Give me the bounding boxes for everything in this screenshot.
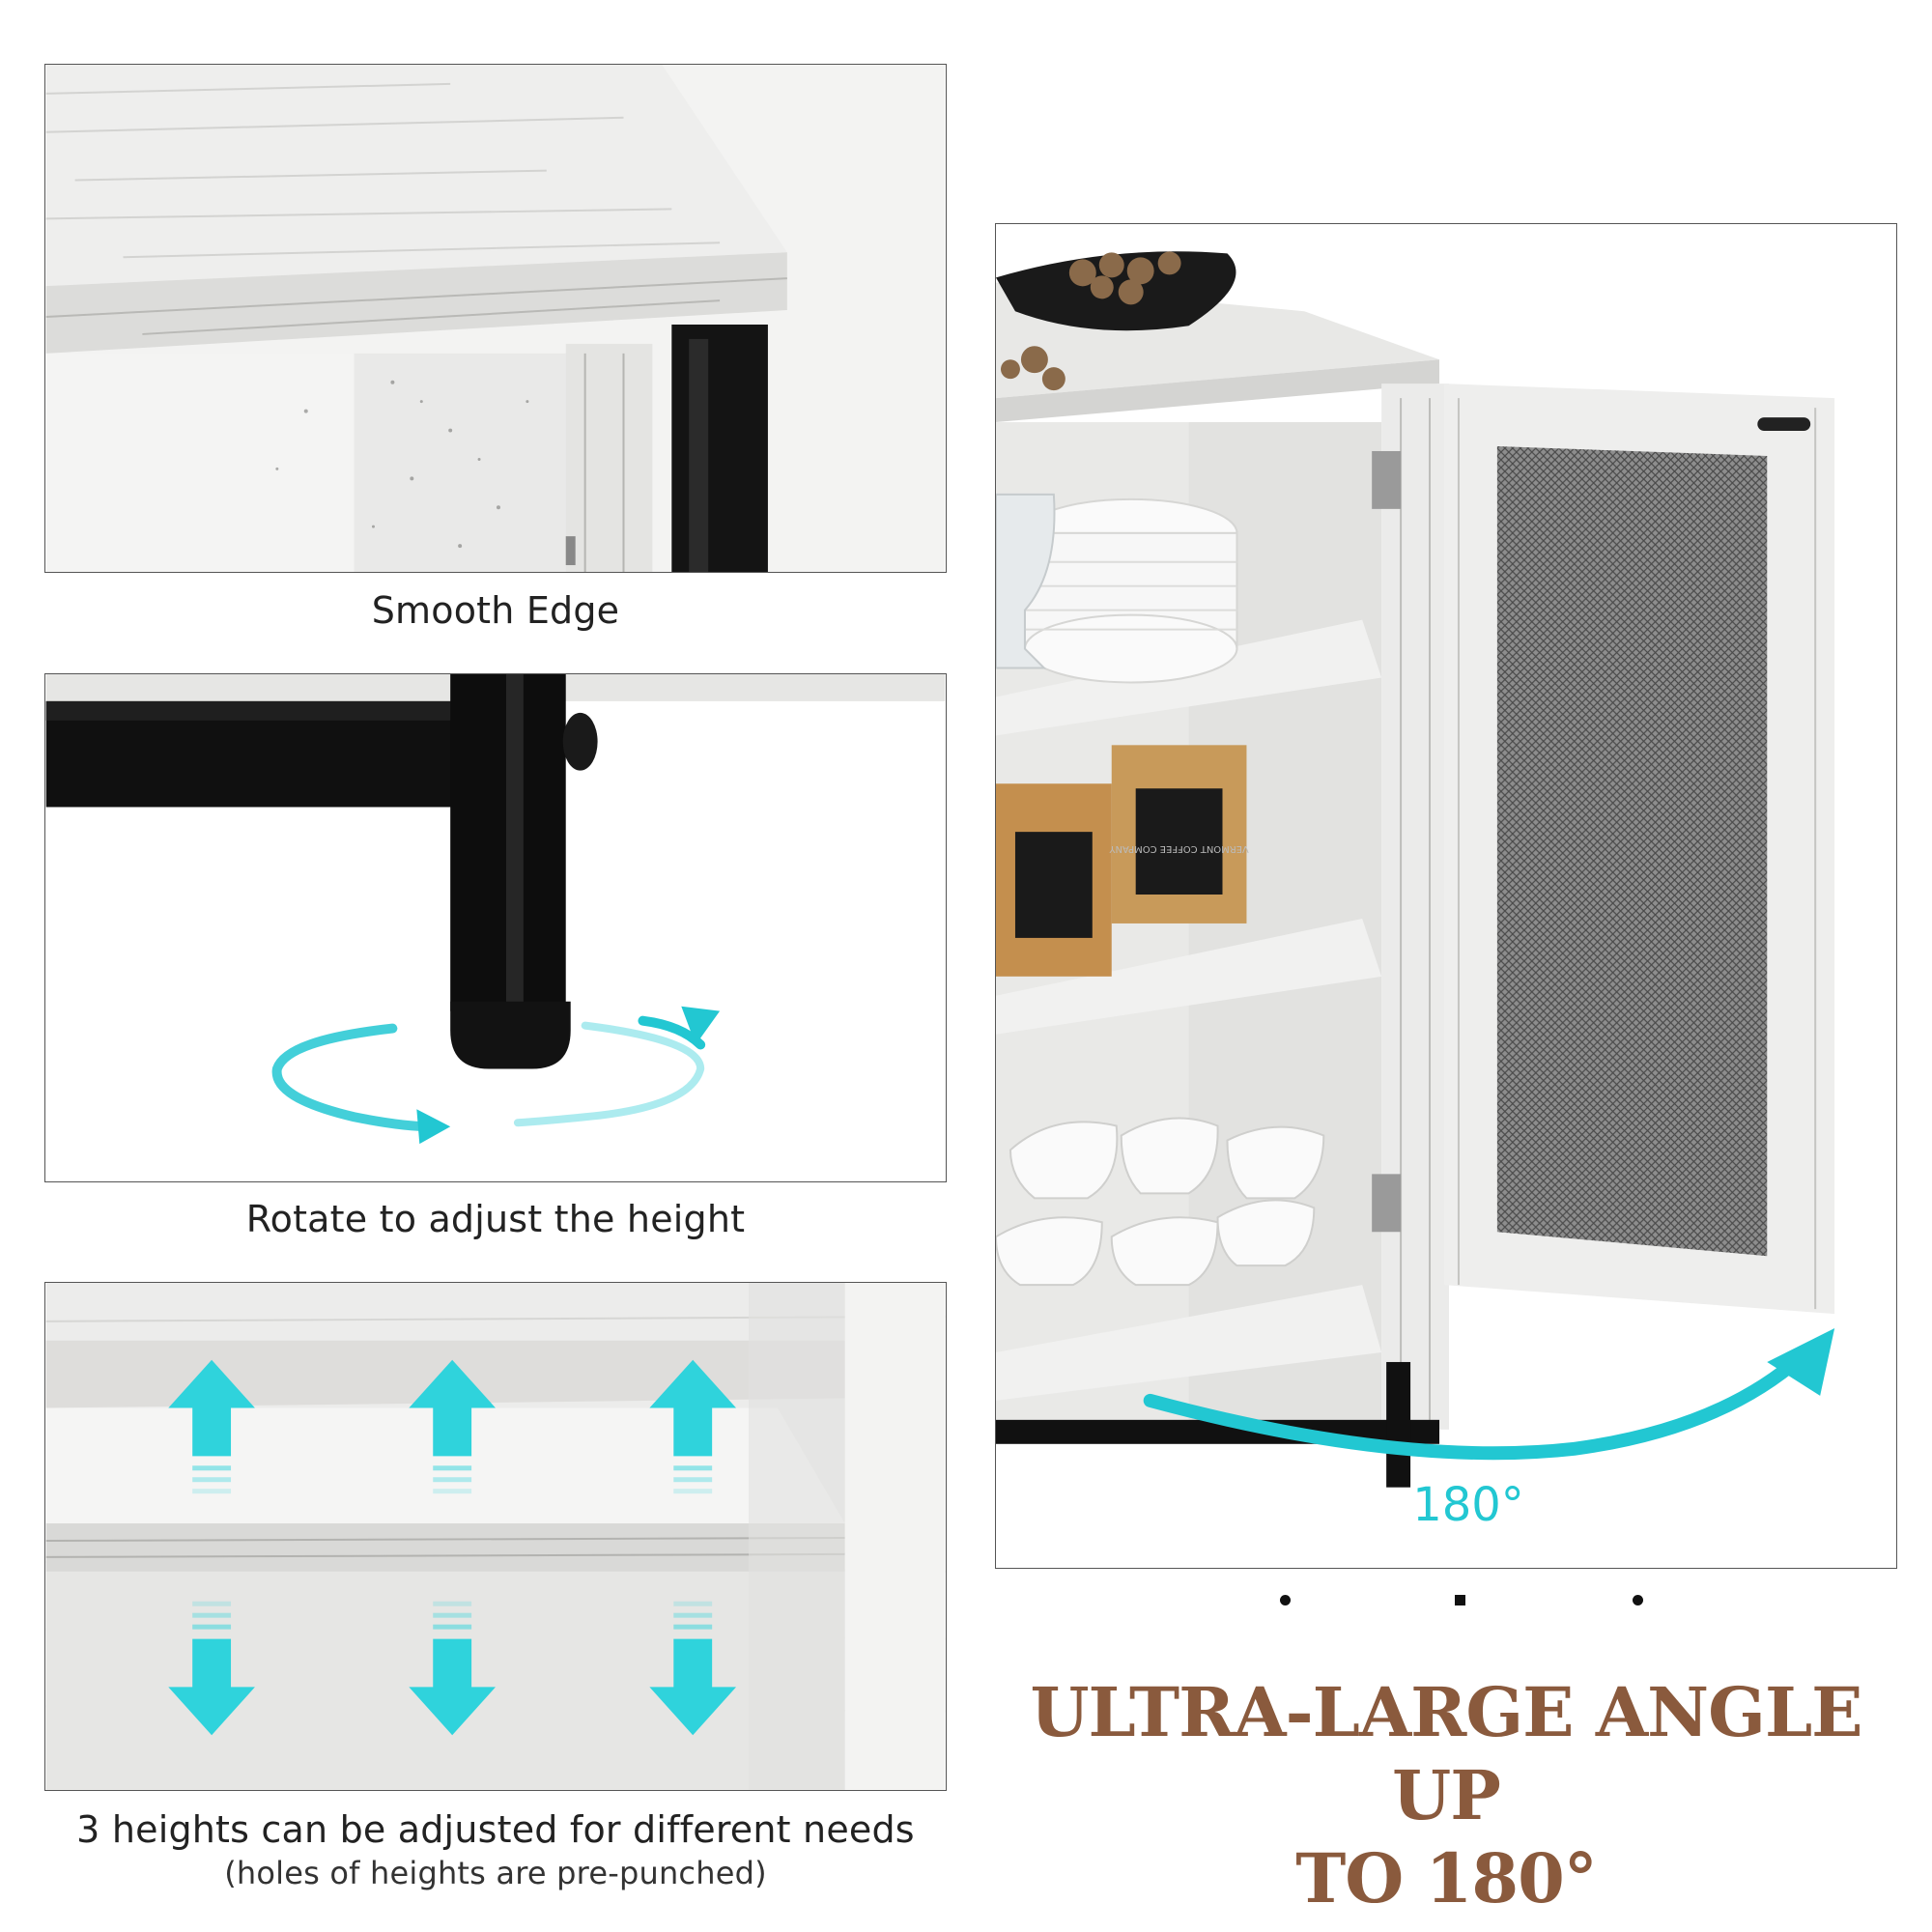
shelf-heights-photo: [44, 1282, 947, 1791]
cabinet-illustration: VERMONT COFFEE COMPANY: [996, 224, 1896, 1568]
carousel-dot[interactable]: [1633, 1595, 1643, 1605]
smooth-edge-photo: [44, 64, 947, 573]
headline-line-2: TO 180°: [1295, 1838, 1598, 1918]
swing-arrow-icon: [1143, 1328, 1835, 1461]
carousel-dot-active[interactable]: [1455, 1595, 1465, 1605]
shelf-illustration: [45, 1283, 946, 1790]
tabletop-edge-illustration: [45, 65, 946, 572]
up-arrow-icon: [168, 1359, 737, 1494]
headline-line-1: ULTRA-LARGE ANGLE UP: [1030, 1672, 1862, 1835]
adjustable-foot-photo: [44, 673, 947, 1182]
shelf-heights-caption: 3 heights can be adjusted for different …: [76, 1808, 915, 1851]
rotate-height-caption: Rotate to adjust the height: [245, 1198, 746, 1240]
image-carousel-dots: [995, 1595, 1897, 1614]
carousel-dot[interactable]: [1280, 1595, 1291, 1605]
feature-headline: ULTRA-LARGE ANGLE UP TO 180°: [995, 1671, 1897, 1920]
cabinet-open-door-photo: VERMONT COFFEE COMPANY: [995, 223, 1897, 1569]
coffee-bag-label: VERMONT COFFEE COMPANY: [1108, 843, 1248, 854]
down-arrow-icon: [168, 1601, 737, 1736]
shelf-heights-subcaption: (holes of heights are pre-punched): [224, 1855, 767, 1891]
leg-foot-illustration: [45, 674, 946, 1181]
door-angle-label: 180°: [1412, 1478, 1524, 1532]
smooth-edge-caption: Smooth Edge: [371, 589, 620, 632]
rotate-arrows-icon: [271, 1006, 721, 1145]
